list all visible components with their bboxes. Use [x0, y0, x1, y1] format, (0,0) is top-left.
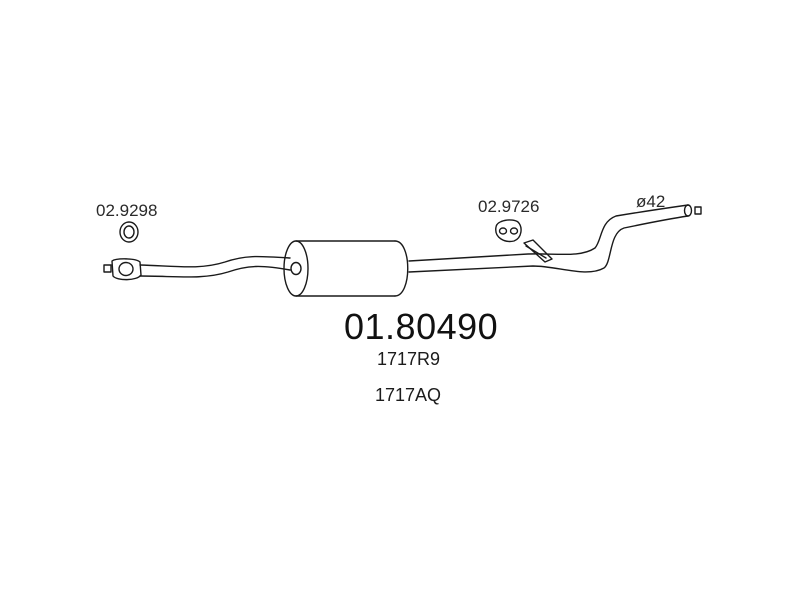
outlet-end [683, 204, 702, 217]
gasket-ring [119, 221, 139, 243]
hanger-part-number: 02.9726 [478, 197, 540, 216]
front-pipe [139, 255, 291, 278]
muffler-body [283, 240, 409, 297]
main-part-number: 01.80490 [344, 306, 499, 347]
oem-number: 1717R9 [377, 349, 441, 369]
hanger-bracket [523, 239, 553, 263]
rear-pipe [408, 204, 689, 273]
rubber-hanger [495, 219, 522, 243]
inlet-flange [103, 258, 142, 281]
oem-number: 1717AQ [375, 385, 442, 405]
pipe-diameter-label: ø42 [636, 192, 666, 211]
gasket-part-number: 02.9298 [96, 201, 158, 220]
